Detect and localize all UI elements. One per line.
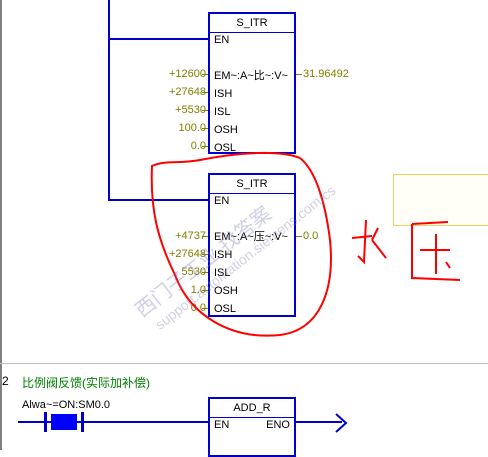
handwritten-water-pressure-icon <box>351 219 461 281</box>
eno-output-wire <box>296 421 342 423</box>
block-2-tick-osh <box>202 290 208 291</box>
block-1-tick-ish <box>202 92 208 93</box>
block-2-pin-osh: OSH <box>214 285 238 297</box>
contact-right-bar <box>81 412 84 432</box>
contact-left-bar <box>44 412 47 432</box>
block-1-pin-isl: ISL <box>214 106 231 118</box>
block-1-pin-osh: OSH <box>214 124 238 136</box>
block-1-output-value[interactable]: 31.96492 <box>303 68 349 80</box>
block-2-pin-ish: ISH <box>214 249 233 261</box>
block-2-pin-isl: ISL <box>214 267 231 279</box>
block2-en-wire <box>108 199 210 201</box>
network-number: 2 <box>2 374 9 388</box>
block-1-value-osl[interactable]: 0.0 <box>190 140 206 152</box>
block-1-tick-em <box>202 74 208 75</box>
contact-fill[interactable] <box>51 414 77 430</box>
block-2-pin-osl: OSL <box>214 303 237 315</box>
block-2-tick-isl <box>202 272 208 273</box>
left-power-rail <box>0 0 2 450</box>
block-1-tick-out <box>296 74 302 75</box>
block-1-en-pin: EN <box>214 34 230 46</box>
contact-label: Alwa~=ON:SM0.0 <box>22 399 111 411</box>
block-2-title: S_ITR <box>210 175 294 194</box>
block-1-tick-osh <box>202 128 208 129</box>
block-1-pin-ish: ISH <box>214 88 233 100</box>
s-itr-block-2[interactable]: S_ITR EN EM~:A~压~:V~ ISH ISL OSH OSL <box>208 173 296 317</box>
block-2-tick-ish <box>202 254 208 255</box>
add-r-block[interactable]: ADD_R EN ENO <box>208 397 296 457</box>
network-title[interactable]: 比例阀反馈(实际加补偿) <box>22 376 150 390</box>
add-r-eno-pin: ENO <box>266 419 290 431</box>
block-2-tick-em <box>202 236 208 237</box>
block-1-tick-osl <box>202 146 208 147</box>
block-2-output-value[interactable]: 0.0 <box>303 230 319 242</box>
block-2-en-pin: EN <box>214 195 230 207</box>
network-separator <box>0 363 488 364</box>
block-2-pin-em: EM~:A~压~:V~ <box>214 231 288 243</box>
empty-tooltip-box <box>393 174 488 226</box>
block-2-value-em[interactable]: +4737 <box>175 230 206 242</box>
block-2-value-ish[interactable]: +27648 <box>168 248 206 260</box>
block-2-tick-out <box>296 236 302 237</box>
block-1-pin-osl: OSL <box>214 142 237 154</box>
network2-input-wire <box>18 421 210 423</box>
block-1-value-osh[interactable]: 100.0 <box>178 122 206 134</box>
block-1-value-em[interactable]: +12600 <box>168 68 206 80</box>
add-r-en-pin: EN <box>214 419 230 431</box>
red-ellipse-circle <box>150 151 332 337</box>
block-2-value-osh[interactable]: 1.0 <box>190 284 206 296</box>
branch-vertical-wire <box>108 0 110 201</box>
coil-arrow-icon <box>335 413 348 433</box>
add-r-title: ADD_R <box>210 399 294 418</box>
block-1-pin-em: EM~:A~比~:V~ <box>214 70 288 82</box>
block-1-value-ish[interactable]: +27648 <box>168 86 206 98</box>
block1-en-wire <box>108 38 210 40</box>
block-1-title: S_ITR <box>210 14 294 33</box>
block-2-value-isl[interactable]: 5530 <box>181 266 206 278</box>
block-1-value-isl[interactable]: +5530 <box>175 104 206 116</box>
block-2-tick-osl <box>202 308 208 309</box>
block-1-tick-isl <box>202 110 208 111</box>
